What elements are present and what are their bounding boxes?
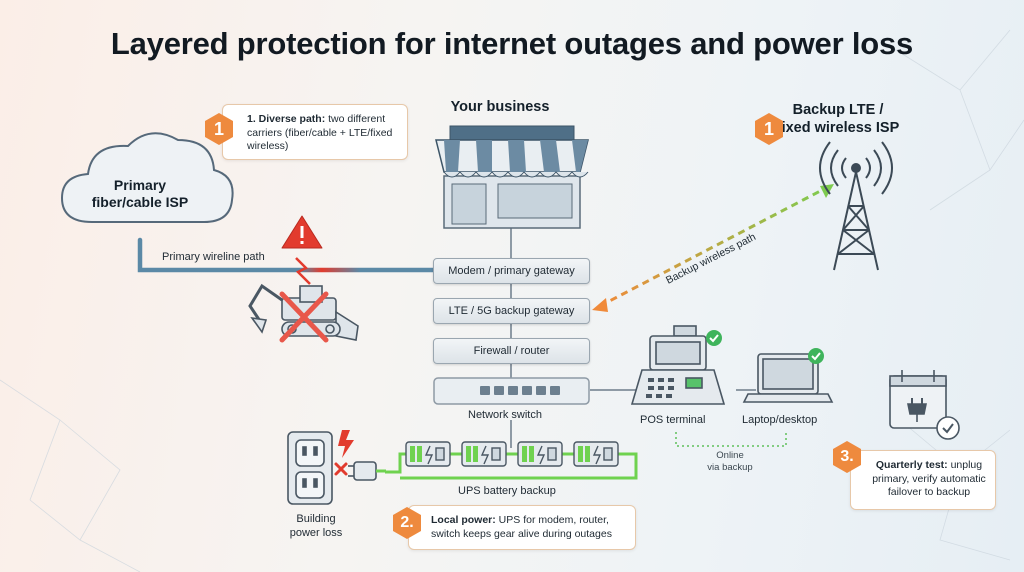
- callout-local-power-text: UPS for modem, router, switch keeps gear…: [431, 514, 612, 540]
- online-via-backup-label: Online via backup: [700, 450, 760, 474]
- laptop-icon: [742, 353, 834, 403]
- online-line1: Online: [716, 450, 744, 461]
- step-3-number: 3.: [840, 448, 854, 465]
- ups-label: UPS battery backup: [458, 485, 556, 497]
- backup-isp-line1: Backup LTE /: [792, 102, 884, 118]
- callout-local-power-title: Local power:: [431, 514, 496, 526]
- network-switch-icon: [433, 377, 590, 405]
- page-title: Layered protection for internet outages …: [110, 26, 914, 61]
- callout-quarterly-test-title: Quarterly test:: [875, 459, 948, 471]
- callout-quarterly-test-text: unplug primary, verify automatic failove…: [872, 459, 986, 498]
- callout-quarterly-test: Quarterly test: unplug primary, verify a…: [850, 450, 996, 510]
- primary-wireline-path: [137, 237, 436, 273]
- lte-backup-gateway: LTE / 5G backup gateway: [433, 298, 590, 324]
- backup-arrow-left: [592, 298, 608, 312]
- online-bracket: [675, 432, 787, 447]
- plug-icon: [348, 461, 386, 481]
- calendar-plug-icon: [889, 370, 947, 429]
- step-2-badge: 2.: [390, 506, 424, 540]
- primary-path-label: Primary wireline path: [162, 251, 265, 263]
- backup-isp-line2: fixed wireless ISP: [776, 120, 900, 136]
- unplugged-x-icon: [334, 462, 348, 476]
- step-1-number-backup: 1: [763, 118, 774, 139]
- break-bolt: [295, 257, 311, 285]
- step-2-number: 2.: [400, 514, 414, 531]
- primary-isp-label: Primary fiber/cable ISP: [70, 177, 210, 211]
- pos-terminal-label: POS terminal: [640, 414, 706, 426]
- excavator-icon: [248, 283, 359, 341]
- warning-icon: [281, 215, 323, 249]
- laptop-label: Laptop/desktop: [742, 414, 818, 426]
- firewall-router: Firewall / router: [433, 338, 590, 364]
- callout-local-power: Local power: UPS for modem, router, swit…: [408, 505, 636, 550]
- primary-isp-line1: Primary: [113, 177, 167, 193]
- power-loss-line1: Building: [296, 513, 336, 525]
- backup-isp-label: Backup LTE / fixed wireless ISP: [768, 101, 908, 137]
- blocked-x-icon: [279, 291, 329, 343]
- calendar-check-icon: [936, 416, 960, 440]
- step-1-badge-backup: 1: [752, 112, 786, 146]
- network-switch-label: Network switch: [468, 409, 542, 421]
- power-loss-line2: power loss: [289, 527, 343, 539]
- pos-ok-check-icon: [706, 330, 722, 346]
- step-3-badge: 3.: [830, 440, 864, 474]
- online-line2: via backup: [707, 462, 753, 473]
- modem-primary-gateway: Modem / primary gateway: [433, 258, 590, 284]
- primary-isp-line2: fiber/cable ISP: [91, 194, 189, 210]
- pos-terminal-icon: [630, 325, 726, 405]
- power-loss-bolt-icon: [338, 430, 354, 458]
- business-label: Your business: [450, 99, 550, 115]
- step-1-number: 1: [213, 118, 224, 139]
- cell-tower-icon: [819, 141, 893, 271]
- ups-batteries: [405, 441, 619, 467]
- cloud-icon: [60, 132, 234, 223]
- storefront-icon: [435, 125, 589, 229]
- backup-wireless-path: [599, 186, 827, 308]
- laptop-ok-check-icon: [808, 348, 824, 364]
- wall-outlet-icon: [287, 431, 333, 505]
- building-power-loss-label: Building power loss: [276, 512, 356, 540]
- step-1-badge: 1: [202, 112, 236, 146]
